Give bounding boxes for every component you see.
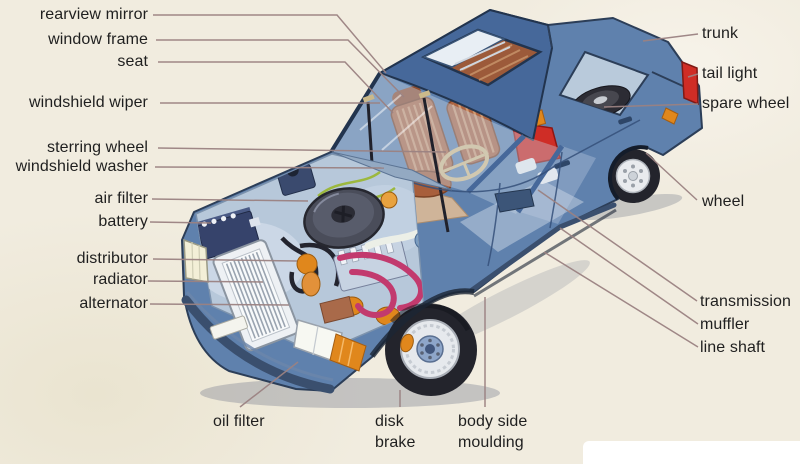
label-tail-light: tail light xyxy=(702,65,758,82)
front-seat xyxy=(390,86,454,182)
label-transmission: transmission xyxy=(700,293,792,310)
leader-sterring-wheel xyxy=(157,147,447,153)
leader-distributor xyxy=(152,258,298,262)
leader-rearview-mirror xyxy=(153,14,387,74)
license-plate xyxy=(209,315,248,340)
label-muffler: muffler xyxy=(700,316,750,333)
label-line-shaft: line shaft xyxy=(700,339,766,356)
leader-lines xyxy=(147,14,699,408)
leader-muffler xyxy=(559,227,699,325)
leader-tail-light xyxy=(687,73,699,78)
label-distributor: distributor xyxy=(76,250,148,267)
sunroof-panel xyxy=(422,29,506,68)
leader-oil-filter xyxy=(239,361,299,408)
label-battery: battery xyxy=(98,213,148,230)
leader-spare-wheel xyxy=(603,103,699,108)
tail-light-lamp xyxy=(681,60,699,106)
label-trunk: trunk xyxy=(702,25,739,42)
brake-caliper xyxy=(400,333,414,353)
front-wheel xyxy=(369,288,477,396)
cabin-interior xyxy=(381,82,584,252)
leader-windshield-washer xyxy=(154,166,385,169)
label-wheel: wheel xyxy=(702,193,745,210)
leader-window-frame xyxy=(156,39,405,98)
label-windshield-washer: windshield washer xyxy=(15,158,148,175)
leader-alternator xyxy=(149,303,290,306)
leader-wheel xyxy=(645,152,698,201)
label-disk-brake: disk brake xyxy=(375,413,416,451)
rear-details xyxy=(547,25,699,169)
label-body-side-moulding: body side moulding xyxy=(458,413,528,451)
leader-radiator xyxy=(147,280,264,283)
label-window-frame: window frame xyxy=(48,31,148,48)
leader-line-shaft xyxy=(543,251,699,348)
leader-battery xyxy=(149,221,212,224)
front-end xyxy=(181,238,367,394)
label-windshield-wiper: windshield wiper xyxy=(29,94,148,111)
rear-marker-light xyxy=(661,107,679,125)
steering-wheel xyxy=(439,144,489,182)
label-air-filter: air filter xyxy=(94,190,148,207)
leader-air-filter xyxy=(151,198,309,202)
leader-seat xyxy=(158,61,394,114)
leader-transmission xyxy=(537,189,698,302)
body-side-moulding-strip xyxy=(469,202,617,293)
label-sterring-wheel: sterring wheel xyxy=(46,139,148,156)
body-seams xyxy=(395,119,641,267)
label-radiator: radiator xyxy=(92,271,148,288)
oil-filter-part xyxy=(319,295,355,324)
label-seat: seat xyxy=(117,53,148,70)
engine-hoses xyxy=(337,251,424,318)
air-filter-part xyxy=(303,187,385,249)
roof-sunroof xyxy=(379,9,553,141)
label-rearview-mirror: rearview mirror xyxy=(39,6,148,23)
label-oil-filter: oil filter xyxy=(213,413,265,430)
leader-trunk xyxy=(642,33,699,42)
white-patch xyxy=(583,441,800,464)
label-spare-wheel: spare wheel xyxy=(702,95,790,112)
rear-wheel xyxy=(606,149,660,203)
label-alternator: alternator xyxy=(79,295,148,312)
front-bumper xyxy=(181,295,335,394)
